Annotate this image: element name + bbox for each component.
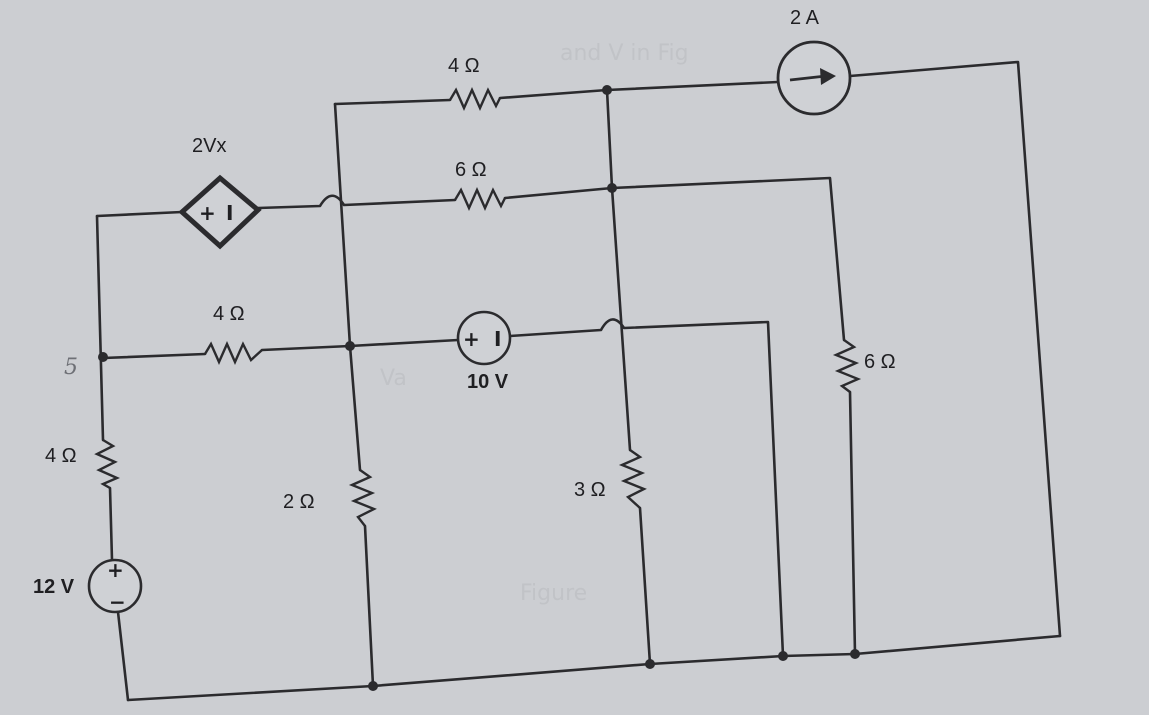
resistor-3ohm xyxy=(618,449,647,509)
wire-right-6ohm-lower xyxy=(848,390,857,656)
wire-v-to-3ohm xyxy=(610,186,632,452)
voltage-source-10v: + I xyxy=(456,310,512,366)
wire-left-upper xyxy=(95,214,105,442)
resistor-top-4ohm xyxy=(448,87,502,111)
wire-dep-to-6ohm xyxy=(256,194,457,210)
label-left-4ohm: 4 Ω xyxy=(45,445,77,467)
label-2ohm: 2 Ω xyxy=(283,491,315,513)
voltage-source-12v: + − xyxy=(87,558,143,614)
wire-left-mid xyxy=(108,486,114,562)
wire-inner-vertical-lower xyxy=(363,524,375,688)
resistor-mid-4ohm xyxy=(203,341,263,365)
node-dots xyxy=(98,85,860,691)
wire-v-upper xyxy=(605,88,614,190)
current-source-2a xyxy=(776,40,852,116)
arrowhead-icon xyxy=(820,68,836,85)
plus-sign: + xyxy=(199,201,216,225)
plus-sign: + xyxy=(107,558,124,582)
minus-sign: − xyxy=(109,590,126,614)
plus-sign: + xyxy=(463,327,480,351)
wire-top-4ohm-right xyxy=(498,88,609,100)
wire-left-lower xyxy=(116,610,130,702)
wires xyxy=(95,60,1062,702)
resistor-right-6ohm xyxy=(832,339,862,393)
label-3ohm: 3 Ω xyxy=(574,479,606,501)
wire-v-3ohm-lower xyxy=(638,506,652,666)
label-10v: 10 V xyxy=(467,371,509,393)
svg-text:Va: Va xyxy=(380,366,407,391)
resistor-top-6ohm xyxy=(453,187,507,211)
background-bleed-text: and V in Fig Va Figure xyxy=(380,41,689,606)
resistor-left-4ohm xyxy=(94,438,120,490)
wire-4ohm-to-node xyxy=(260,344,352,352)
wire-to-dep-source xyxy=(95,210,184,218)
wire-bottom xyxy=(126,634,1062,702)
arrow-right-icon xyxy=(789,74,827,82)
wire-top-to-2a xyxy=(605,80,780,92)
svg-text:Figure: Figure xyxy=(520,581,587,606)
label-right-6ohm: 6 Ω xyxy=(864,351,896,373)
bar-sign: I xyxy=(494,327,501,351)
wire-inner-vertical-mid xyxy=(348,344,362,472)
resistors xyxy=(94,87,862,527)
wire-2a-right-down xyxy=(848,60,1062,638)
bar-sign: I xyxy=(226,201,233,225)
wire-6ohm-right xyxy=(503,176,846,342)
component-labels: 2 A 4 Ω 6 Ω 2Vx 4 Ω 4 Ω 12 V 10 V 2 Ω 3 … xyxy=(33,7,896,598)
label-top-6ohm: 6 Ω xyxy=(455,159,487,181)
label-2a: 2 A xyxy=(790,7,820,29)
label-12v: 12 V xyxy=(33,576,75,598)
label-top-4ohm: 4 Ω xyxy=(448,55,480,77)
svg-text:and V in Fig: and V in Fig xyxy=(560,41,689,66)
wire-10v-right xyxy=(508,318,785,658)
wire-top-left xyxy=(333,98,452,106)
handwritten-note-5: 5 xyxy=(64,355,78,380)
resistor-2ohm xyxy=(348,469,377,527)
wire-inner-vertical-upper xyxy=(333,102,352,348)
wire-node5-to-4ohm xyxy=(101,352,207,360)
label-mid-4ohm: 4 Ω xyxy=(213,303,245,325)
label-2vx: 2Vx xyxy=(192,135,226,157)
wire-node-to-10v xyxy=(348,338,460,348)
dependent-voltage-source: + I xyxy=(178,174,262,250)
